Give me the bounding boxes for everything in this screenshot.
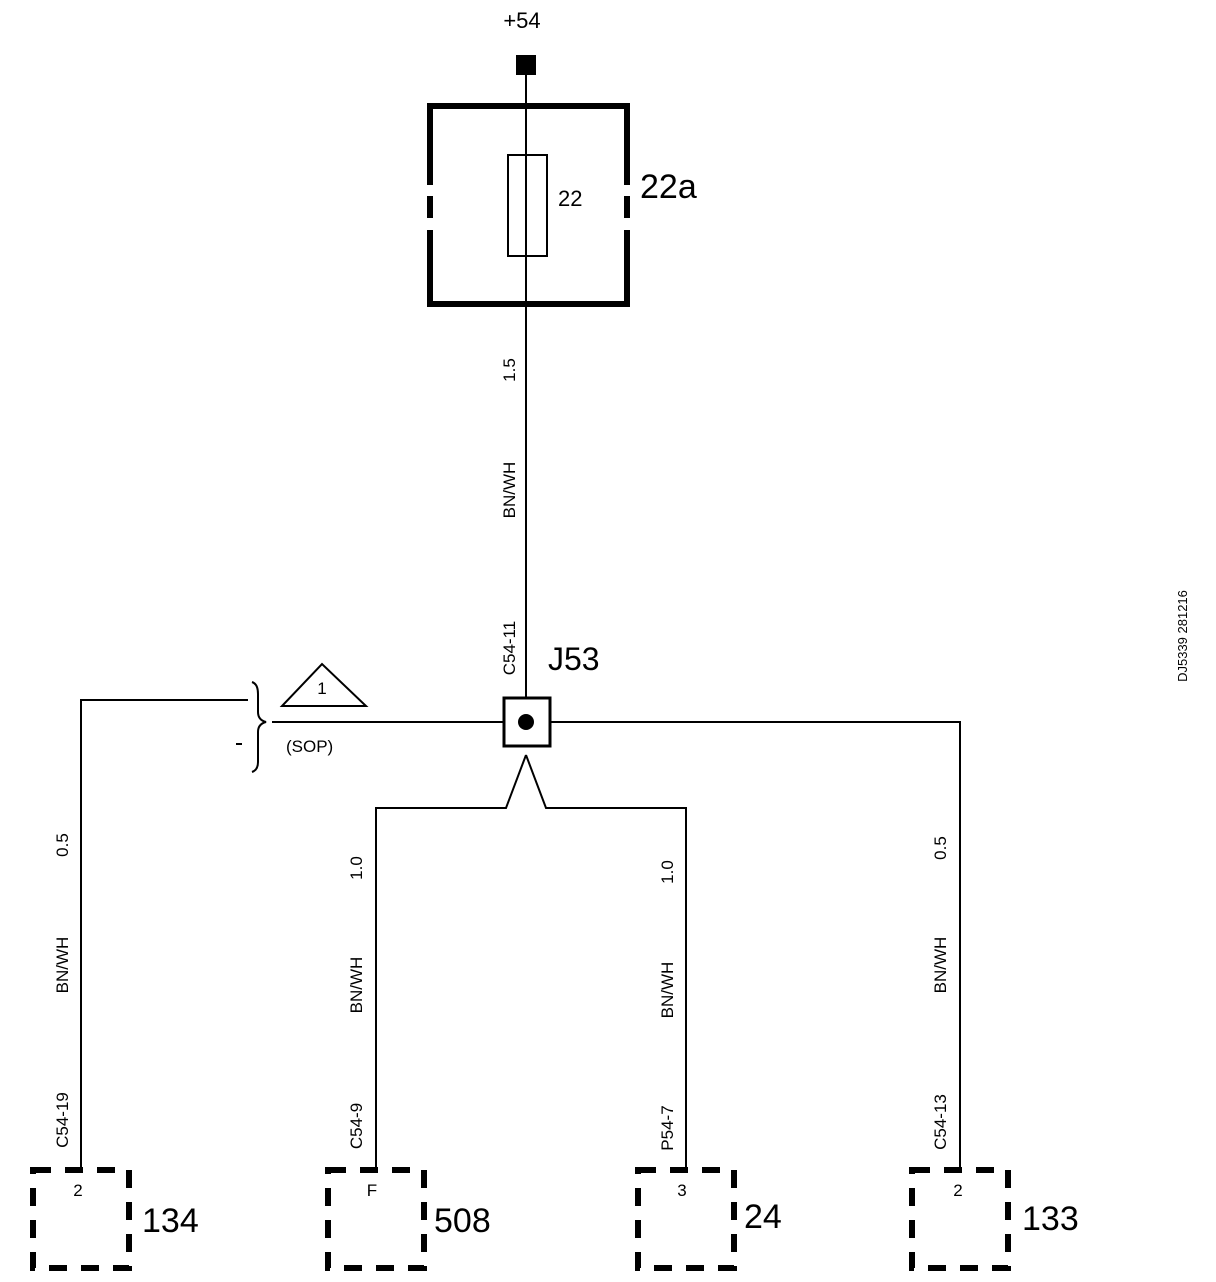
branch-508-color: BN/WH (347, 957, 366, 1014)
component-box-134 (30, 1167, 132, 1271)
branch-24-color: BN/WH (658, 962, 677, 1019)
branch-508-connector: C54-9 (347, 1103, 366, 1149)
component-box-133 (909, 1167, 1011, 1271)
option-brace (251, 681, 267, 773)
note-triangle-number: 1 (317, 679, 326, 698)
component-box-508 (325, 1167, 427, 1271)
pin-134: 2 (73, 1181, 82, 1200)
branch-24-gauge: 1.0 (658, 860, 677, 884)
pin-508: F (367, 1181, 377, 1200)
branch-133-connector: C54-13 (931, 1094, 950, 1150)
branch-wire-133 (550, 721, 961, 1170)
pin-24: 3 (677, 1181, 686, 1200)
fuse-number: 22 (558, 186, 582, 211)
main-wire-color: BN/WH (500, 462, 519, 519)
note-text: (SOP) (286, 737, 333, 756)
component-134-label: 134 (142, 1202, 199, 1240)
branch-133-color: BN/WH (931, 937, 950, 994)
splice-node (518, 714, 534, 730)
main-wire-gauge: 1.5 (500, 358, 519, 382)
fork-wire (375, 754, 687, 1170)
component-508-label: 508 (434, 1202, 491, 1240)
fuse-box-label: 22a (640, 168, 697, 206)
drawing-id: DJ5339 281216 (1175, 590, 1190, 682)
branch-wire-134 (80, 699, 248, 1170)
splice-label: J53 (548, 641, 600, 677)
component-133-label: 133 (1022, 1200, 1079, 1238)
branch-134-connector: C54-19 (53, 1092, 72, 1148)
pin-133: 2 (953, 1181, 962, 1200)
fuse-box (427, 103, 630, 307)
branch-24-connector: P54-7 (658, 1105, 677, 1150)
supply-label: +54 (503, 8, 540, 33)
branch-134-gauge: 0.5 (53, 833, 72, 857)
component-24-label: 24 (744, 1198, 782, 1236)
component-box-24 (635, 1167, 737, 1271)
branch-134-color: BN/WH (53, 937, 72, 994)
branch-508-gauge: 1.0 (347, 856, 366, 880)
fuse-element (507, 154, 548, 257)
splice-connector-label: C54-11 (500, 621, 519, 676)
supply-terminal (516, 55, 536, 75)
note-triangle-icon (279, 662, 369, 707)
branch-133-gauge: 0.5 (931, 836, 950, 860)
